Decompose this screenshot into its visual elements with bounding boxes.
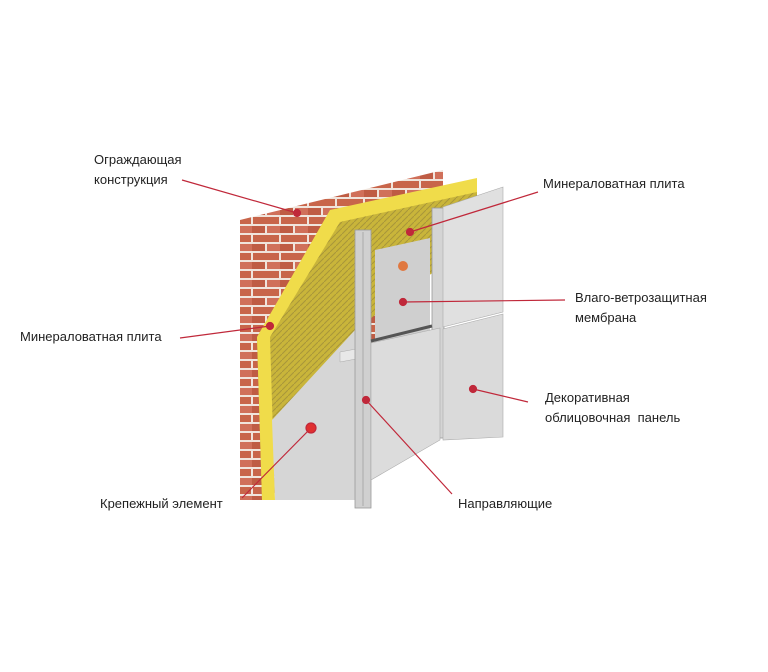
facing-panel-right-top (442, 186, 504, 328)
label-enclosing-structure: Ограждающая конструкция (94, 150, 182, 190)
label-line: мембрана (575, 310, 637, 325)
leader-lines (179, 179, 566, 499)
facing-panel-right-bottom (442, 313, 504, 441)
label-line: Декоративная (545, 390, 630, 405)
label-mineral-wool-top: Минераловатная плита (543, 176, 685, 191)
label-line: облицовочная панель (545, 410, 681, 425)
label-mineral-wool-left: Минераловатная плита (20, 329, 162, 344)
facing-panel-lower (370, 327, 441, 481)
label-decorative-panel: Декоративная облицовочная панель (545, 388, 680, 428)
label-line: Ограждающая (94, 152, 182, 167)
label-line: Влаго-ветрозащитная (575, 290, 707, 305)
insulation-panel (272, 330, 360, 500)
label-guides: Направляющие (458, 496, 553, 511)
mineral-wool-front (257, 178, 477, 500)
label-line: конструкция (94, 172, 168, 187)
label-membrane: Влаго-ветрозащитная мембрана (575, 288, 707, 328)
membrane-sheet (375, 238, 430, 342)
label-fastener: Крепежный элемент (100, 496, 223, 511)
